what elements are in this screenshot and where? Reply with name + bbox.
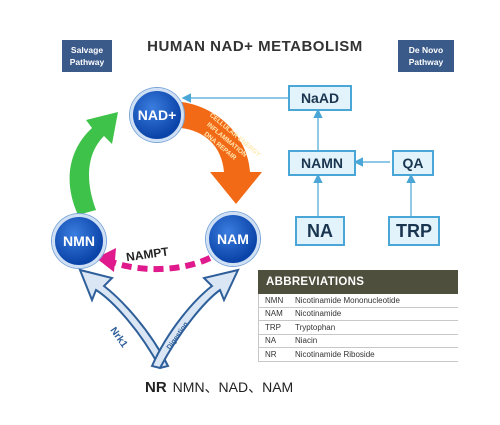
abbr-key: NMN: [265, 295, 284, 305]
abbr-key: TRP: [265, 322, 281, 332]
nr-label: NR: [145, 379, 167, 396]
abbr-key: NA: [265, 336, 277, 346]
footer-line: NR NMN、NAD、NAM: [145, 377, 293, 397]
denovo-line2: Pathway: [408, 57, 444, 67]
denovo-pathway-tag: De Novo Pathway: [398, 40, 454, 72]
abbr-value: Nicotinamide Riboside: [295, 349, 375, 359]
nmn-node: NMN: [52, 214, 106, 268]
abbr-value: Niacin: [295, 336, 318, 346]
nampt-arrow: [110, 255, 212, 273]
nam-node: NAM: [206, 212, 260, 266]
denovo-line1: De Novo: [408, 45, 444, 55]
nampt-label: NAMPT: [125, 244, 170, 264]
abbreviations-table: ABBREVIATIONS NMN Nicotinamide Mononucle…: [258, 270, 458, 362]
footer-text: NMN、NAD、NAM: [172, 379, 294, 395]
table-row: NMN Nicotinamide Mononucleotide: [259, 294, 458, 308]
page-title: HUMAN NAD+ METABOLISM: [147, 38, 363, 55]
table-row: NR Nicotinamide Riboside: [259, 348, 458, 362]
nr-to-nam-arrow: [150, 268, 240, 370]
abbreviations-heading: ABBREVIATIONS: [258, 270, 458, 294]
qa-box: QA: [392, 150, 434, 176]
table-row: NAM Nicotinamide: [259, 308, 458, 321]
nampt-arrowhead: [96, 248, 116, 272]
abbr-key: NR: [265, 349, 277, 359]
table-row: TRP Tryptophan: [259, 321, 458, 335]
salvage-pathway-tag: Salvage Pathway: [62, 40, 112, 72]
namn-box: NAMN: [288, 150, 356, 176]
abbr-value: Nicotinamide: [295, 309, 342, 319]
salvage-line2: Pathway: [69, 57, 105, 67]
table-row: NA Niacin: [259, 335, 458, 348]
nad-node: NAD+: [130, 88, 184, 142]
salvage-line1: Salvage: [70, 45, 104, 55]
abbr-value: Nicotinamide Mononucleotide: [295, 295, 400, 305]
orange-arrow: [180, 102, 262, 204]
naad-box: NaAD: [288, 85, 352, 111]
trp-box: TRP: [388, 216, 440, 246]
na-box: NA: [295, 216, 345, 246]
nr-to-nmn-arrow: [78, 268, 170, 370]
abbr-key: NAM: [265, 309, 283, 319]
green-arrow: [69, 112, 118, 215]
nrk1-label: Nrk1: [108, 325, 130, 350]
abbr-value: Tryptophan: [295, 322, 336, 332]
abbreviations-rows: NMN Nicotinamide Mononucleotide NAM Nico…: [258, 294, 458, 362]
